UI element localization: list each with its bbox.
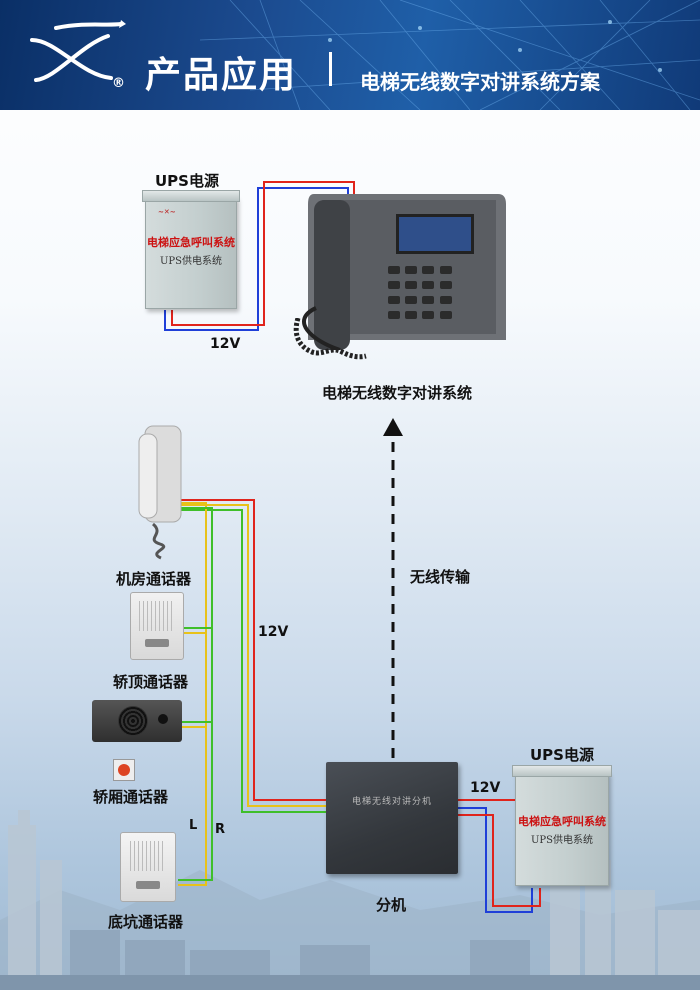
wireless-digital-intercom-phone xyxy=(300,190,510,352)
ups-lid xyxy=(512,765,612,777)
speaker-grille xyxy=(139,601,175,631)
sub-unit-box: 电梯无线对讲分机 xyxy=(326,762,458,874)
car-top-intercom xyxy=(130,592,184,660)
ups-brand-mark: ~✕~ xyxy=(158,208,176,216)
registered-mark: ® xyxy=(112,76,125,91)
emergency-button xyxy=(113,759,135,781)
car-speaker xyxy=(118,706,148,736)
machine-room-handset xyxy=(138,425,182,560)
ups-bottom-box: 电梯应急呼叫系统 UPS供电系统 xyxy=(512,765,612,886)
call-button xyxy=(145,639,169,647)
voltage-label-top: 12V xyxy=(210,336,241,352)
ups-top-label: UPS电源 xyxy=(155,172,219,190)
car-intercom xyxy=(92,700,182,742)
speaker-grille xyxy=(130,841,166,871)
ups-face-title: 电梯应急呼叫系统 xyxy=(518,815,606,828)
page-title: 产品应用 xyxy=(145,55,298,96)
phone-lcd-screen xyxy=(396,214,474,254)
ups-bottom-label: UPS电源 xyxy=(530,746,594,764)
machine-room-label: 机房通话器 xyxy=(116,570,192,588)
header-banner: ® 产品应用 电梯无线数字对讲系统方案 xyxy=(0,0,700,110)
main-unit-label: 电梯无线数字对讲系统 xyxy=(322,384,473,402)
wireless-transmission-label: 无线传输 xyxy=(410,568,471,586)
car-top-label: 轿顶通话器 xyxy=(113,673,189,691)
right-channel-label: R xyxy=(215,822,226,837)
sub-unit-face-label: 电梯无线对讲分机 xyxy=(351,797,432,807)
call-button xyxy=(136,881,160,889)
coiled-cord xyxy=(293,318,367,360)
sub-unit-label: 分机 xyxy=(376,896,407,914)
network-background xyxy=(199,0,700,110)
ups-face-subtitle: UPS供电系统 xyxy=(530,835,593,846)
voltage-label-middle: 12V xyxy=(258,624,289,640)
ups-lid xyxy=(142,190,240,202)
left-channel-label: L xyxy=(189,818,198,833)
pit-label: 底坑通话器 xyxy=(108,913,184,931)
pit-intercom xyxy=(120,832,176,902)
voltage-label-bottom: 12V xyxy=(470,780,501,796)
page-subtitle: 电梯无线数字对讲系统方案 xyxy=(360,70,600,94)
ups-face-subtitle: UPS供电系统 xyxy=(159,256,222,267)
ups-face-title: 电梯应急呼叫系统 xyxy=(147,236,235,249)
car-mic xyxy=(158,714,168,724)
ups-top-box: ~✕~ 电梯应急呼叫系统 UPS供电系统 xyxy=(142,190,240,309)
company-logo xyxy=(30,20,126,82)
car-label: 轿厢通话器 xyxy=(93,788,169,806)
title-divider xyxy=(329,52,332,86)
